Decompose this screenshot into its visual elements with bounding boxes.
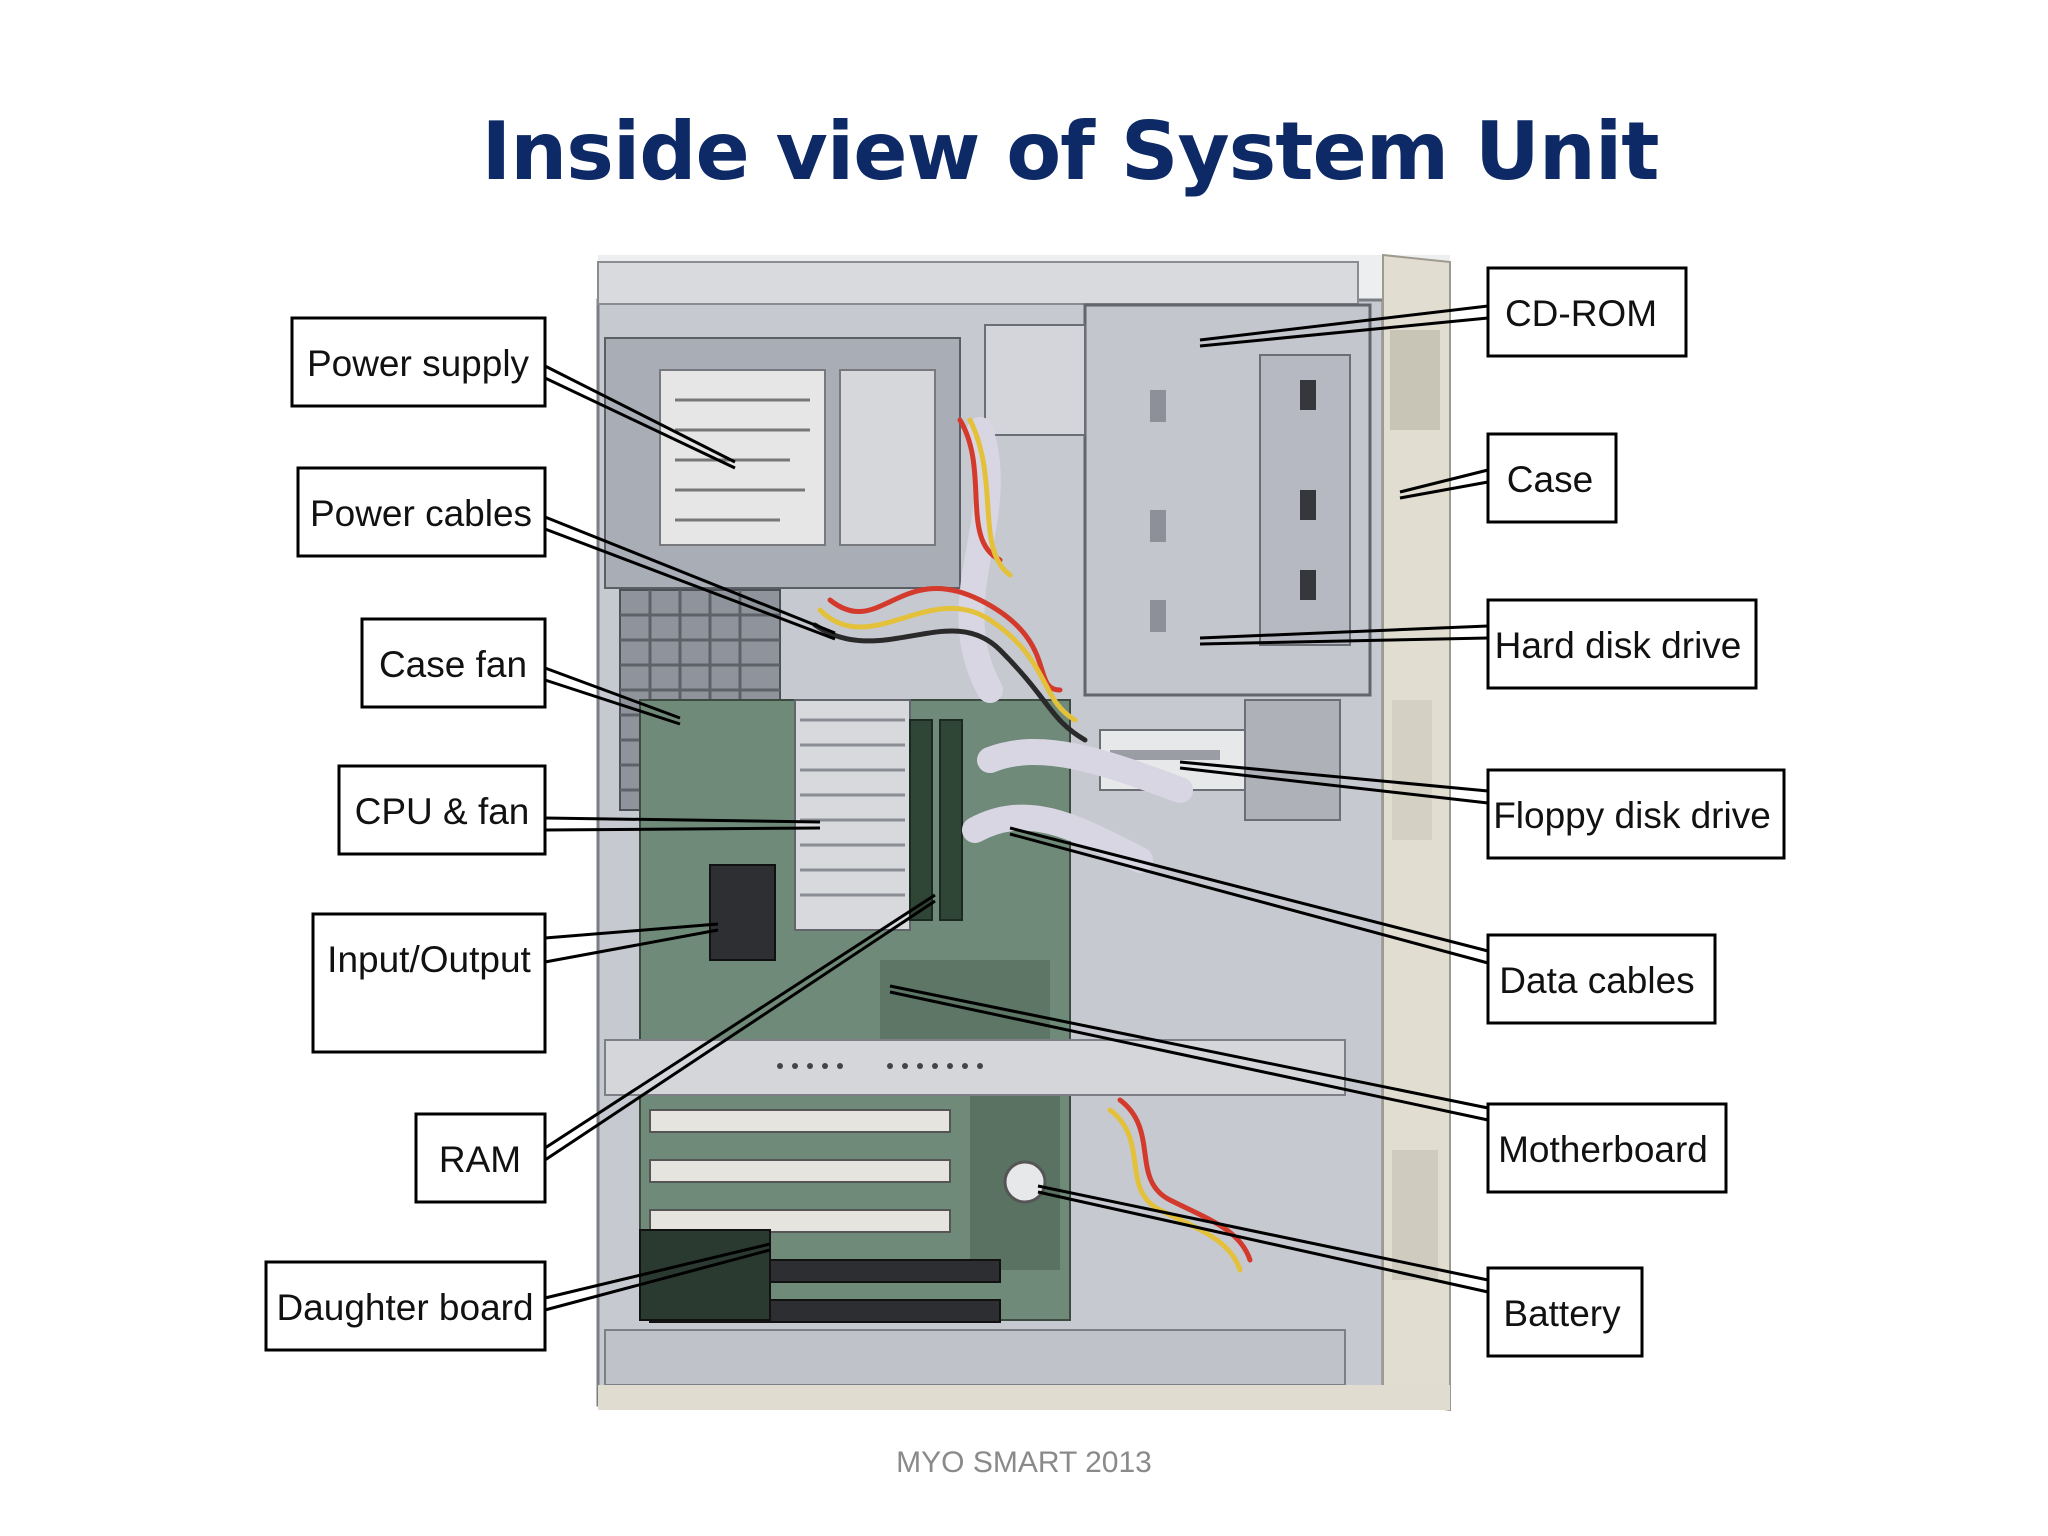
power-supply-unit [604,337,961,589]
leader-daughter-board [544,1242,771,1300]
leader-ram-2 [544,899,936,1162]
callout-battery-label: Battery [1503,1293,1621,1334]
cmos-battery [1003,1160,1047,1204]
callout-floppy-disk-drive: Floppy disk drive [1486,768,1786,860]
leader-motherboard [889,984,1489,1110]
callout-cd-rom-label: CD-ROM [1505,293,1657,334]
callout-data-cables: Data cables [1486,933,1717,1025]
leader-data-cables-2 [1009,832,1489,965]
callout-case-label: Case [1507,459,1593,500]
callout-power-cables: Power cables [296,466,547,558]
drive-cage [984,303,1372,697]
leader-cpu-fan [544,816,821,824]
callout-cpu-fan-label: CPU & fan [355,791,530,832]
leader-power-supply-2 [544,376,736,470]
callout-hard-disk-drive: Hard disk drive [1486,598,1758,690]
slide-title: Inside view of System Unit [481,105,1659,198]
expansion-slots [639,1109,1001,1323]
leader-daughter-board-2 [544,1248,771,1312]
leader-ram [544,893,936,1150]
cpu-heatsink [794,699,911,931]
leader-cpu-fan-2 [544,826,821,832]
callout-ram-label: RAM [439,1139,521,1180]
callout-power-supply-label: Power supply [307,343,530,384]
leader-case-2 [1399,480,1489,500]
slide-footer: MYO SMART 2013 [896,1446,1152,1479]
leader-cd-rom [1199,304,1489,342]
callout-input-output: Input/Output [311,912,547,1054]
leader-input-output-2 [544,928,719,964]
callout-daughter-board-label: Daughter board [276,1287,533,1328]
callout-daughter-board: Daughter board [264,1260,547,1352]
callout-input-output-label: Input/Output [327,939,531,980]
callout-power-cables-label: Power cables [310,493,532,534]
leader-power-cables-2 [544,527,836,641]
leader-battery [1037,1184,1489,1282]
callout-cpu-fan: CPU & fan [337,764,547,856]
leader-hard-disk [1199,624,1489,640]
leader-power-supply [544,364,736,464]
callout-floppy-disk-drive-label: Floppy disk drive [1493,795,1771,836]
label-boxes: Power supply Power cables Case fan CPU &… [264,266,1786,1358]
leader-data-cables [1009,826,1489,953]
callout-data-cables-label: Data cables [1499,960,1694,1001]
leader-case [1399,468,1489,494]
leader-floppy [1179,760,1489,793]
leader-input-output [544,922,719,940]
leader-floppy-2 [1179,766,1489,805]
callout-power-supply: Power supply [290,316,547,408]
leader-hard-disk-2 [1199,636,1489,646]
leader-power-cables [544,515,836,635]
ribbon-cables [958,417,1193,873]
leader-case-fan-2 [544,678,681,726]
callout-motherboard-label: Motherboard [1498,1129,1708,1170]
callout-ram: RAM [414,1112,547,1204]
callout-case-fan-label: Case fan [379,644,527,685]
callout-cd-rom: CD-ROM [1486,266,1688,358]
leader-battery-2 [1037,1190,1489,1294]
leader-lines [544,304,1489,1312]
callout-motherboard: Motherboard [1486,1102,1728,1194]
leader-cd-rom-2 [1199,316,1489,348]
callout-case: Case [1486,432,1618,524]
leader-motherboard-2 [889,990,1489,1122]
callout-battery: Battery [1486,1266,1644,1358]
callout-hard-disk-drive-label: Hard disk drive [1495,625,1742,666]
leader-case-fan [544,666,681,720]
callout-case-fan: Case fan [360,617,547,709]
ram-modules [909,719,963,921]
